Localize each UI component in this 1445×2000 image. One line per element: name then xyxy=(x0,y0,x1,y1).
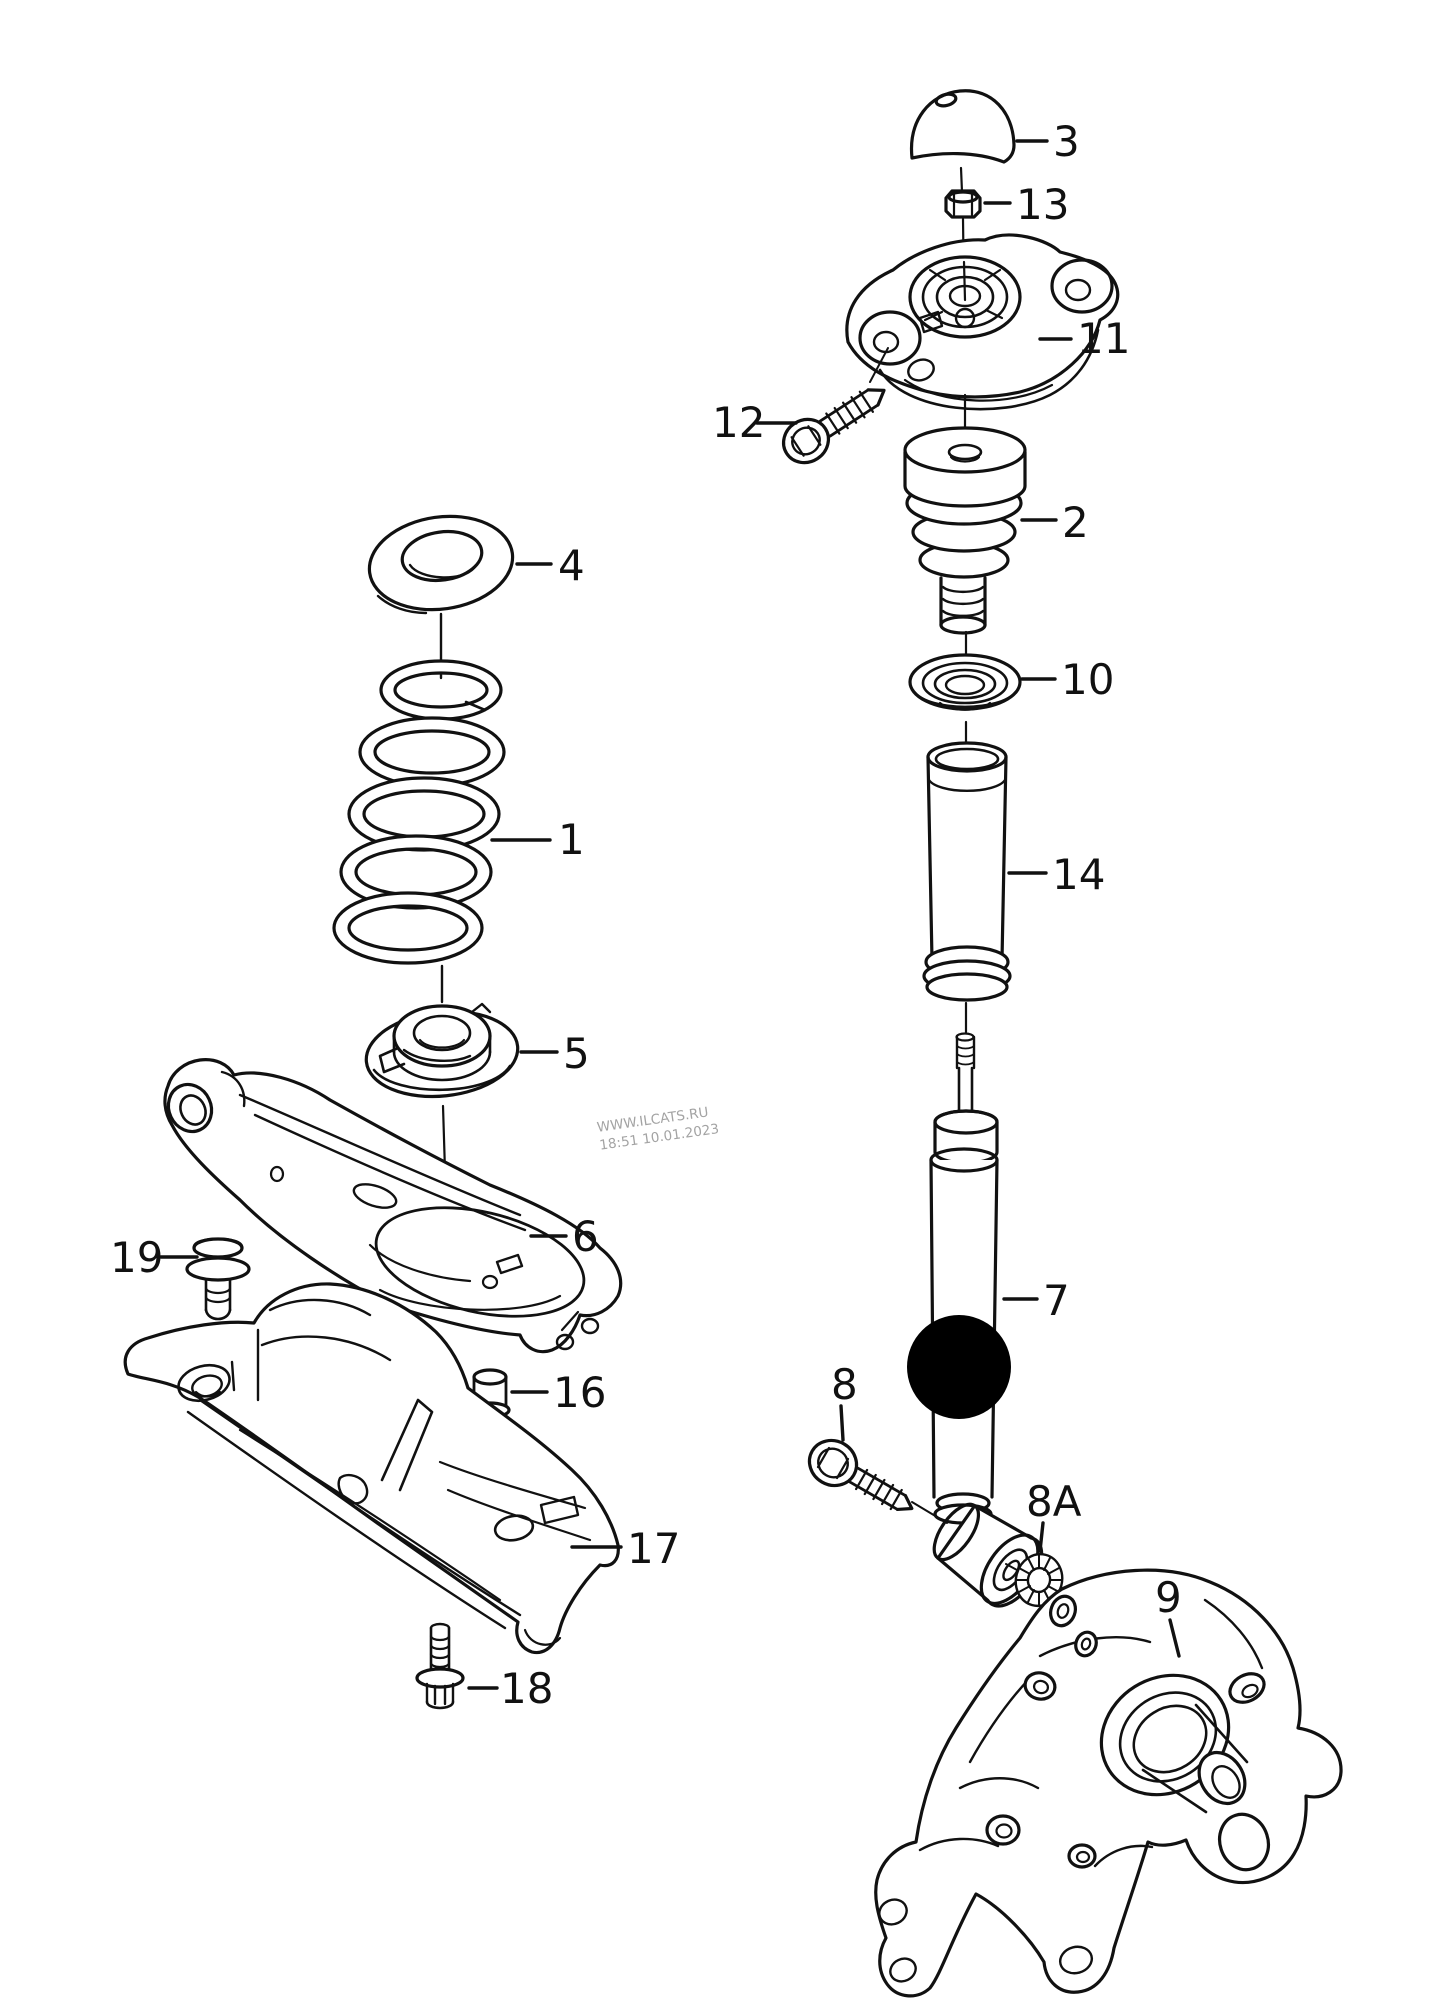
part-label-6: 6 xyxy=(572,1212,599,1261)
cup-washer-drawing xyxy=(908,653,1022,711)
push-rivet-drawing xyxy=(185,1237,251,1321)
part-labels: 3 13 11 12 2 10 14 7 8 8A 9 4 1 5 6 19 1… xyxy=(110,117,1182,1713)
part-label-8: 8 xyxy=(831,1360,858,1409)
part-label-1: 1 xyxy=(558,815,585,864)
part-label-8a: 8A xyxy=(1026,1477,1082,1526)
part-label-5: 5 xyxy=(563,1029,590,1078)
part-label-13: 13 xyxy=(1016,180,1069,229)
axis-bolt12 xyxy=(869,347,889,383)
axis-into-bearing xyxy=(962,260,967,302)
part-label-16: 16 xyxy=(553,1368,606,1417)
nut-drawing xyxy=(944,189,982,219)
leader-lines xyxy=(159,139,1181,1690)
bolt-8-drawing xyxy=(807,1438,914,1512)
part-label-9: 9 xyxy=(1155,1573,1182,1622)
protective-tube-drawing xyxy=(922,741,1012,1002)
obscured-brand-disc xyxy=(907,1315,1011,1419)
part-label-3: 3 xyxy=(1053,117,1080,166)
strut-mount-drawing xyxy=(845,233,1120,411)
part-label-2: 2 xyxy=(1062,498,1089,547)
part-label-11: 11 xyxy=(1077,314,1130,363)
part-label-7: 7 xyxy=(1043,1276,1070,1325)
part-label-17: 17 xyxy=(627,1524,680,1573)
bump-stop-drawing xyxy=(903,426,1027,635)
bracket-drawing xyxy=(123,1282,620,1655)
part-label-10: 10 xyxy=(1061,655,1114,704)
part-label-18: 18 xyxy=(500,1664,553,1713)
axis-bolt8 xyxy=(911,1501,948,1524)
part-label-14: 14 xyxy=(1052,850,1105,899)
part-label-19: 19 xyxy=(110,1233,163,1282)
bolt-18-drawing xyxy=(415,1622,465,1710)
spring-pad-drawing xyxy=(367,514,515,615)
knuckle-drawing xyxy=(874,1568,1343,1998)
cap-drawing xyxy=(909,89,1016,164)
control-arm-drawing xyxy=(163,1058,623,1354)
shock-absorber-drawing xyxy=(907,1032,1044,1608)
part-label-12: 12 xyxy=(712,398,765,447)
serrated-washer-drawing xyxy=(1014,1552,1064,1608)
coil-spring-drawing xyxy=(332,659,506,965)
axis-cap-nut xyxy=(959,166,964,194)
part-label-4: 4 xyxy=(558,541,585,590)
spring-seat-drawing xyxy=(364,1002,520,1099)
